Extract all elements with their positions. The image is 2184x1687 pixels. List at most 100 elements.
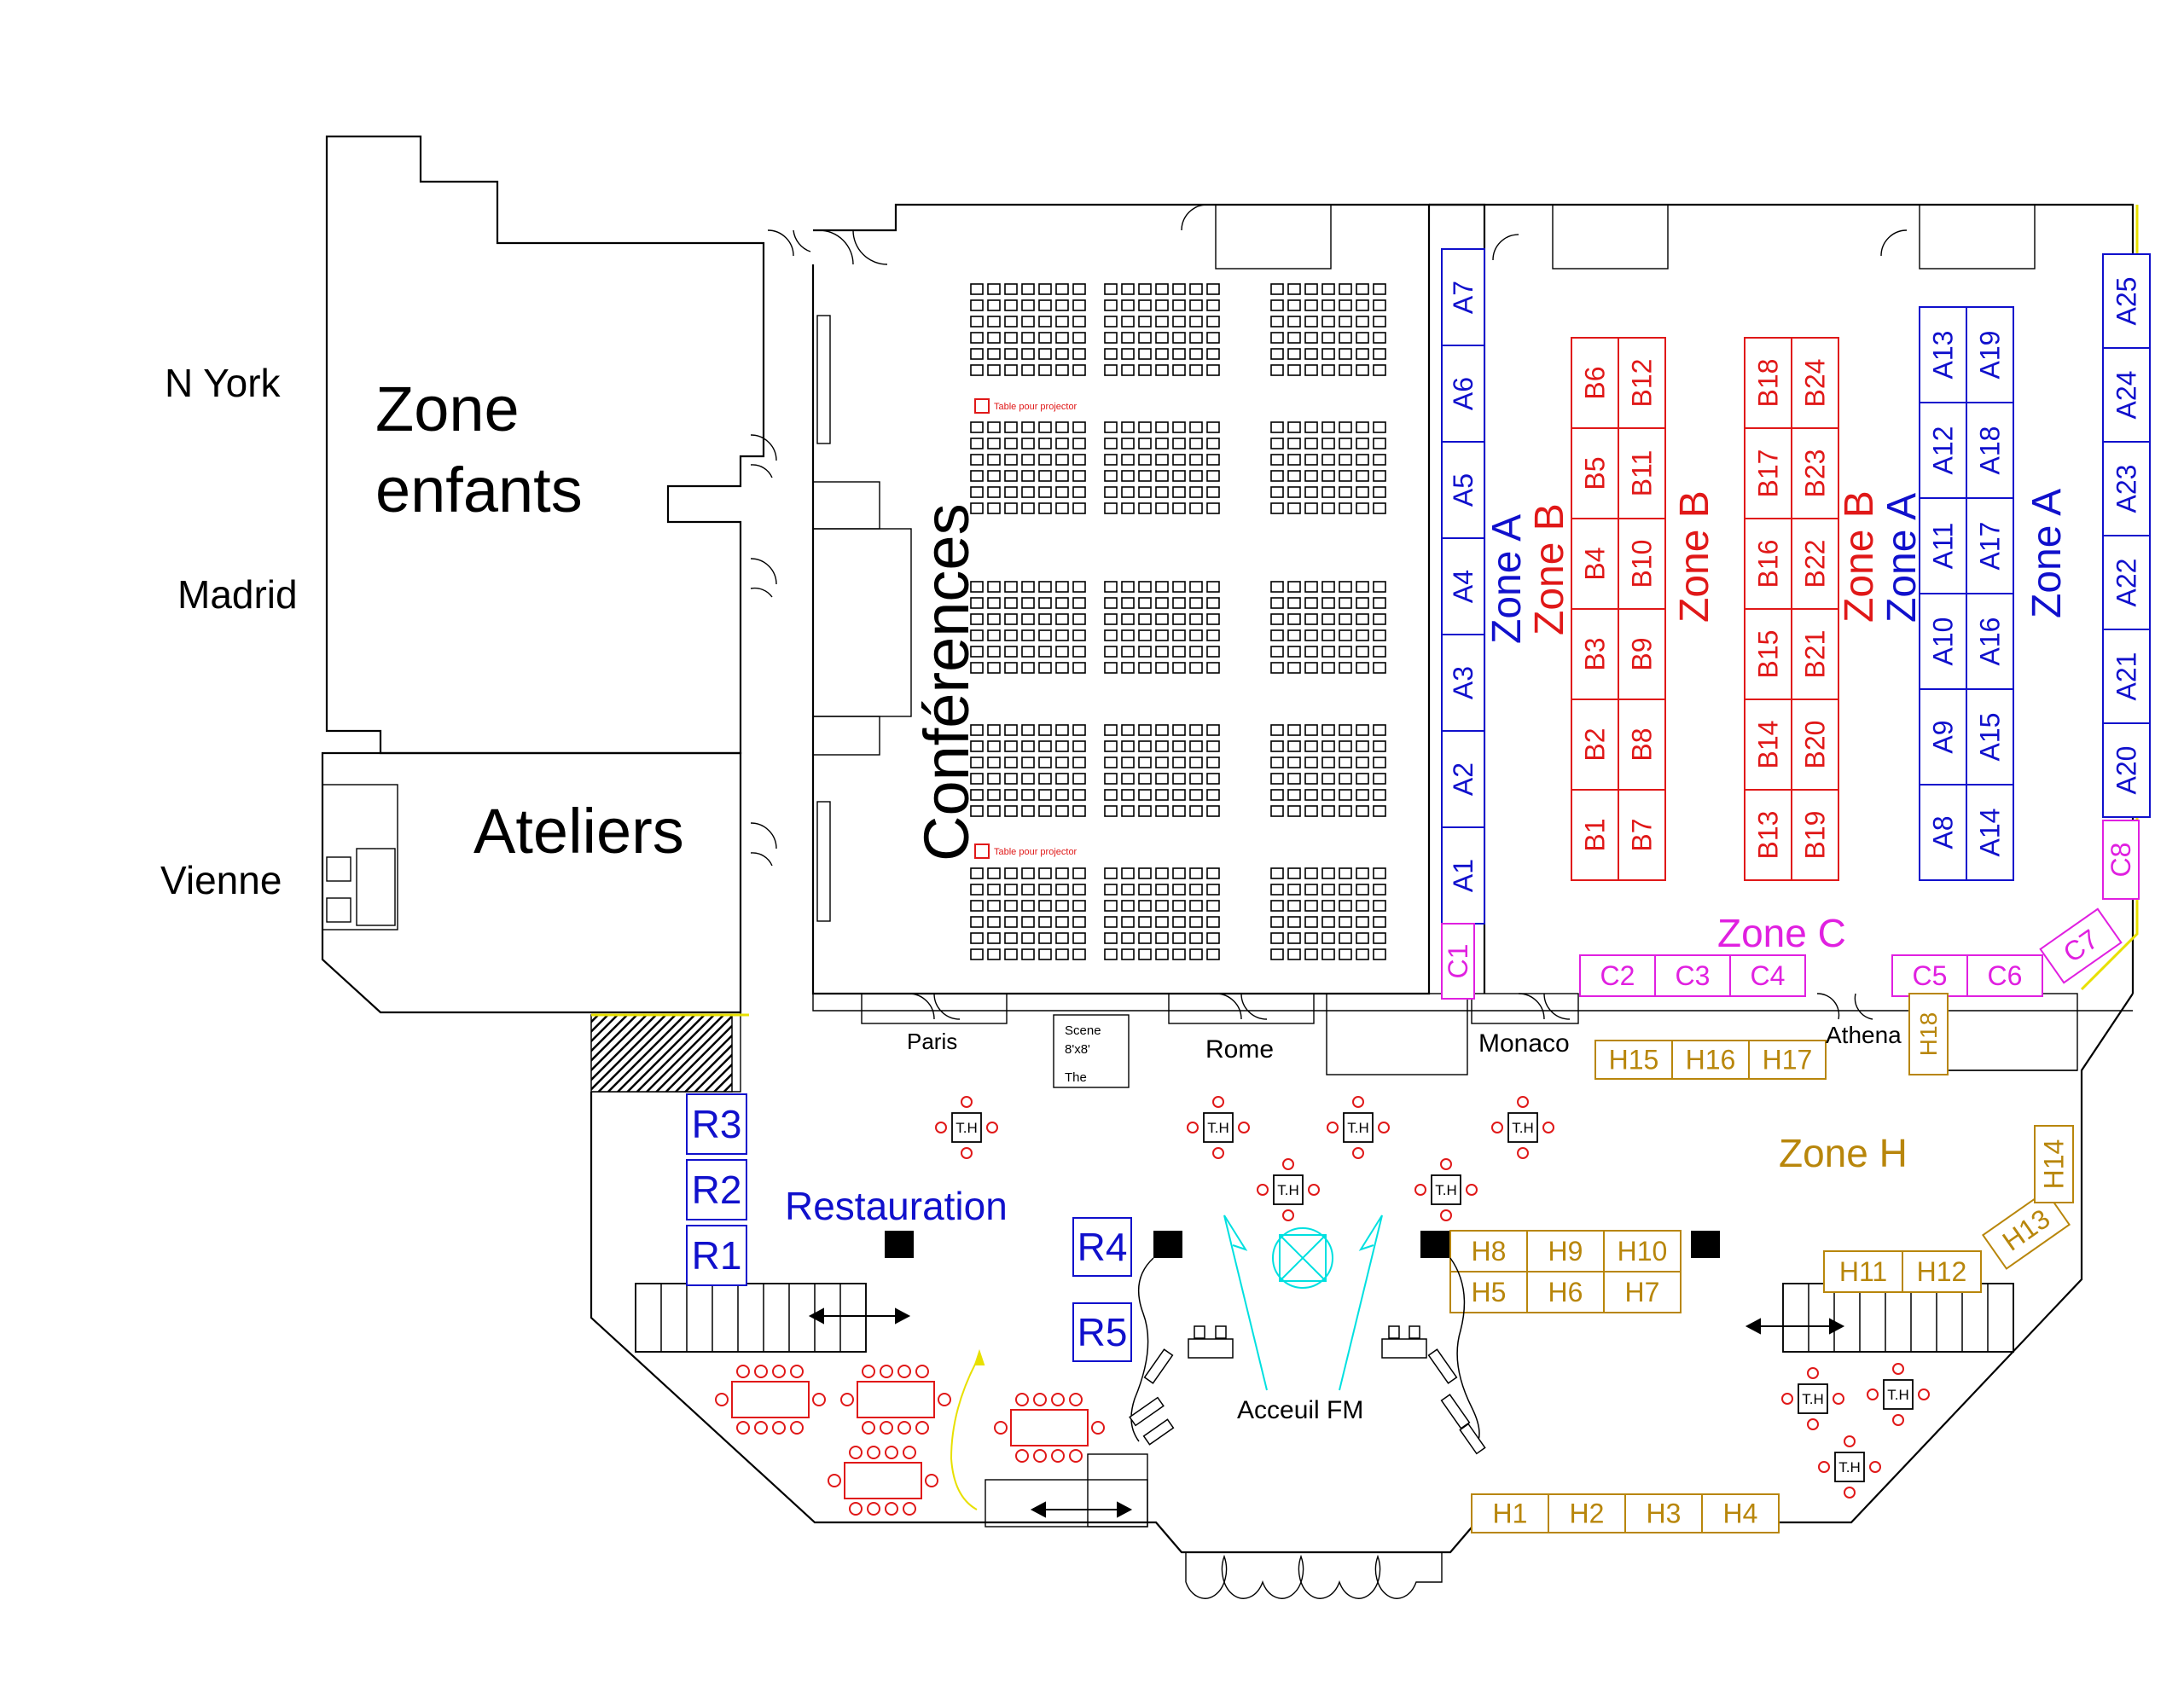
conference-seat [1304, 316, 1318, 328]
booth-b13[interactable]: B13 [1744, 789, 1792, 881]
booth-h11[interactable]: H11 [1823, 1250, 1903, 1293]
booth-a12[interactable]: A12 [1919, 402, 1967, 499]
booth-b21[interactable]: B21 [1791, 608, 1839, 700]
booth-b15[interactable]: B15 [1744, 608, 1792, 700]
booth-b1[interactable]: B1 [1571, 789, 1619, 881]
booth-h1[interactable]: H1 [1471, 1493, 1549, 1533]
booth-b22[interactable]: B22 [1791, 518, 1839, 610]
booth-a9[interactable]: A9 [1919, 688, 1967, 786]
booth-a6[interactable]: A6 [1441, 345, 1485, 443]
booth-h6[interactable]: H6 [1526, 1271, 1605, 1313]
conference-seat [1138, 502, 1152, 514]
conference-seat [1121, 662, 1135, 674]
booth-b14[interactable]: B14 [1744, 699, 1792, 791]
booth-b3[interactable]: B3 [1571, 608, 1619, 700]
booth-a22[interactable]: A22 [2102, 535, 2151, 630]
booth-b23[interactable]: B23 [1791, 427, 1839, 519]
booth-b2[interactable]: B2 [1571, 699, 1619, 791]
booth-h7[interactable]: H7 [1603, 1271, 1682, 1313]
booth-c2[interactable]: C2 [1579, 954, 1656, 997]
booth-h17[interactable]: H17 [1748, 1040, 1827, 1080]
booth-h12[interactable]: H12 [1902, 1250, 1982, 1293]
booth-a2[interactable]: A2 [1441, 730, 1485, 828]
booth-h10[interactable]: H10 [1603, 1230, 1682, 1272]
booth-b4[interactable]: B4 [1571, 518, 1619, 610]
booth-h3[interactable]: H3 [1624, 1493, 1703, 1533]
booth-a21[interactable]: A21 [2102, 629, 2151, 724]
booth-a5[interactable]: A5 [1441, 441, 1485, 539]
booth-h4[interactable]: H4 [1701, 1493, 1780, 1533]
booth-h18[interactable]: H18 [1908, 993, 1949, 1075]
booth-a20[interactable]: A20 [2102, 722, 2151, 818]
booth-b7[interactable]: B7 [1618, 789, 1666, 881]
booth-a10[interactable]: A10 [1919, 593, 1967, 690]
booth-b17[interactable]: B17 [1744, 427, 1792, 519]
booth-c4[interactable]: C4 [1729, 954, 1806, 997]
booth-c3[interactable]: C3 [1654, 954, 1731, 997]
booth-b6[interactable]: B6 [1571, 337, 1619, 429]
booth-h15[interactable]: H15 [1594, 1040, 1673, 1080]
booth-c6[interactable]: C6 [1966, 954, 2043, 997]
conference-seat [1072, 773, 1086, 785]
booth-b8[interactable]: B8 [1618, 699, 1666, 791]
booth-h5[interactable]: H5 [1449, 1271, 1528, 1313]
booth-b20[interactable]: B20 [1791, 699, 1839, 791]
conference-seat [1104, 470, 1118, 482]
booth-a14[interactable]: A14 [1966, 784, 2014, 881]
booth-b16[interactable]: B16 [1744, 518, 1792, 610]
booth-a16[interactable]: A16 [1966, 593, 2014, 690]
conference-seat [1373, 486, 1386, 498]
booth-a23[interactable]: A23 [2102, 441, 2151, 536]
booth-c7[interactable]: C7 [2039, 907, 2123, 984]
conference-seat [970, 789, 984, 801]
booth-a7[interactable]: A7 [1441, 248, 1485, 346]
booth-r2[interactable]: R2 [686, 1159, 747, 1220]
booth-a17[interactable]: A17 [1966, 497, 2014, 594]
booth-b18[interactable]: B18 [1744, 337, 1792, 429]
booth-r4[interactable]: R4 [1072, 1217, 1132, 1277]
booth-b24[interactable]: B24 [1791, 337, 1839, 429]
conference-seat [1189, 757, 1203, 768]
booth-a13[interactable]: A13 [1919, 306, 1967, 403]
booth-label: H4 [1723, 1499, 1758, 1529]
booth-h2[interactable]: H2 [1548, 1493, 1626, 1533]
booth-a8[interactable]: A8 [1919, 784, 1967, 881]
booth-b10[interactable]: B10 [1618, 518, 1666, 610]
booth-a11[interactable]: A11 [1919, 497, 1967, 594]
conference-seat [1172, 662, 1186, 674]
conference-seat [1356, 646, 1369, 658]
booth-r3[interactable]: R3 [686, 1093, 747, 1155]
booth-a3[interactable]: A3 [1441, 634, 1485, 732]
booth-a18[interactable]: A18 [1966, 402, 2014, 499]
booth-h9[interactable]: H9 [1526, 1230, 1605, 1272]
booth-a1[interactable]: A1 [1441, 826, 1485, 925]
conference-seat [1121, 932, 1135, 944]
conference-seat [1004, 502, 1018, 514]
booth-c1[interactable]: C1 [1441, 923, 1475, 1000]
booth-a19[interactable]: A19 [1966, 306, 2014, 403]
booth-h8[interactable]: H8 [1449, 1230, 1528, 1272]
booth-a25[interactable]: A25 [2102, 253, 2151, 349]
conference-seat [1206, 932, 1220, 944]
booth-b19[interactable]: B19 [1791, 789, 1839, 881]
booth-a15[interactable]: A15 [1966, 688, 2014, 786]
booth-a4[interactable]: A4 [1441, 537, 1485, 635]
conference-seat [1339, 581, 1352, 593]
conference-seat [1021, 316, 1035, 328]
booth-h14[interactable]: H14 [2034, 1125, 2074, 1203]
conference-seat [1155, 948, 1169, 960]
booth-a24[interactable]: A24 [2102, 347, 2151, 443]
conference-seat [1206, 629, 1220, 641]
conference-seat [1304, 613, 1318, 625]
booth-b12[interactable]: B12 [1618, 337, 1666, 429]
booth-c5[interactable]: C5 [1891, 954, 1968, 997]
booth-b9[interactable]: B9 [1618, 608, 1666, 700]
booth-h16[interactable]: H16 [1671, 1040, 1750, 1080]
booth-r1[interactable]: R1 [686, 1225, 747, 1286]
conference-seat [1339, 932, 1352, 944]
booth-r5[interactable]: R5 [1072, 1302, 1132, 1362]
booth-b5[interactable]: B5 [1571, 427, 1619, 519]
booth-c8[interactable]: C8 [2102, 820, 2140, 900]
booth-b11[interactable]: B11 [1618, 427, 1666, 519]
conference-seat [1206, 773, 1220, 785]
